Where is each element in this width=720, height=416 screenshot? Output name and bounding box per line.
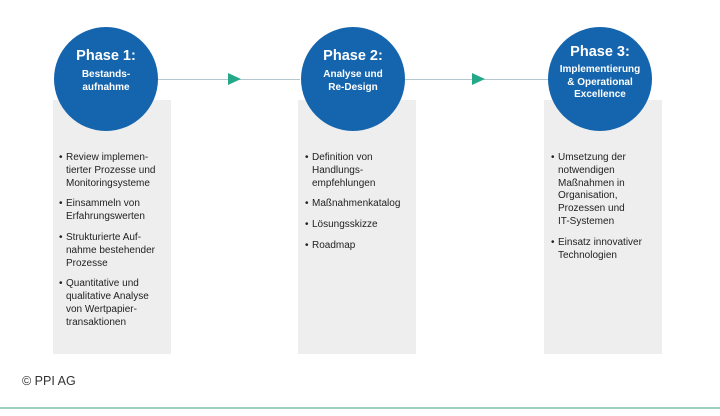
- arrow-right-icon: [472, 73, 485, 85]
- list-item: • Maßnahmenkatalog: [305, 198, 401, 210]
- phase-2-panel: [298, 100, 416, 354]
- phase-1-circle: Phase 1: Bestands- aufnahme: [54, 27, 158, 131]
- phase-1-title: Phase 1:: [76, 48, 136, 64]
- phase-1-subtitle: Bestands- aufnahme: [81, 69, 131, 93]
- phase-2-title: Phase 2:: [323, 48, 383, 64]
- phase-3-title: Phase 3:: [570, 44, 630, 60]
- phase-1-panel: [53, 100, 171, 354]
- arrow-right-icon: [228, 73, 241, 85]
- copyright-text: © PPI AG: [22, 374, 76, 388]
- list-item: • Roadmap: [305, 239, 356, 251]
- phase-3-panel: [544, 100, 662, 354]
- phase-3-circle: Phase 3: Implementierung & Operational E…: [548, 27, 652, 131]
- phase-2-circle: Phase 2: Analyse und Re-Design: [301, 27, 405, 131]
- list-item: • Lösungsskizze: [305, 219, 378, 231]
- bottom-divider: [0, 407, 720, 409]
- phase-2-subtitle: Analyse und Re-Design: [323, 69, 383, 93]
- phase-3-subtitle: Implementierung & Operational Excellence: [559, 64, 641, 100]
